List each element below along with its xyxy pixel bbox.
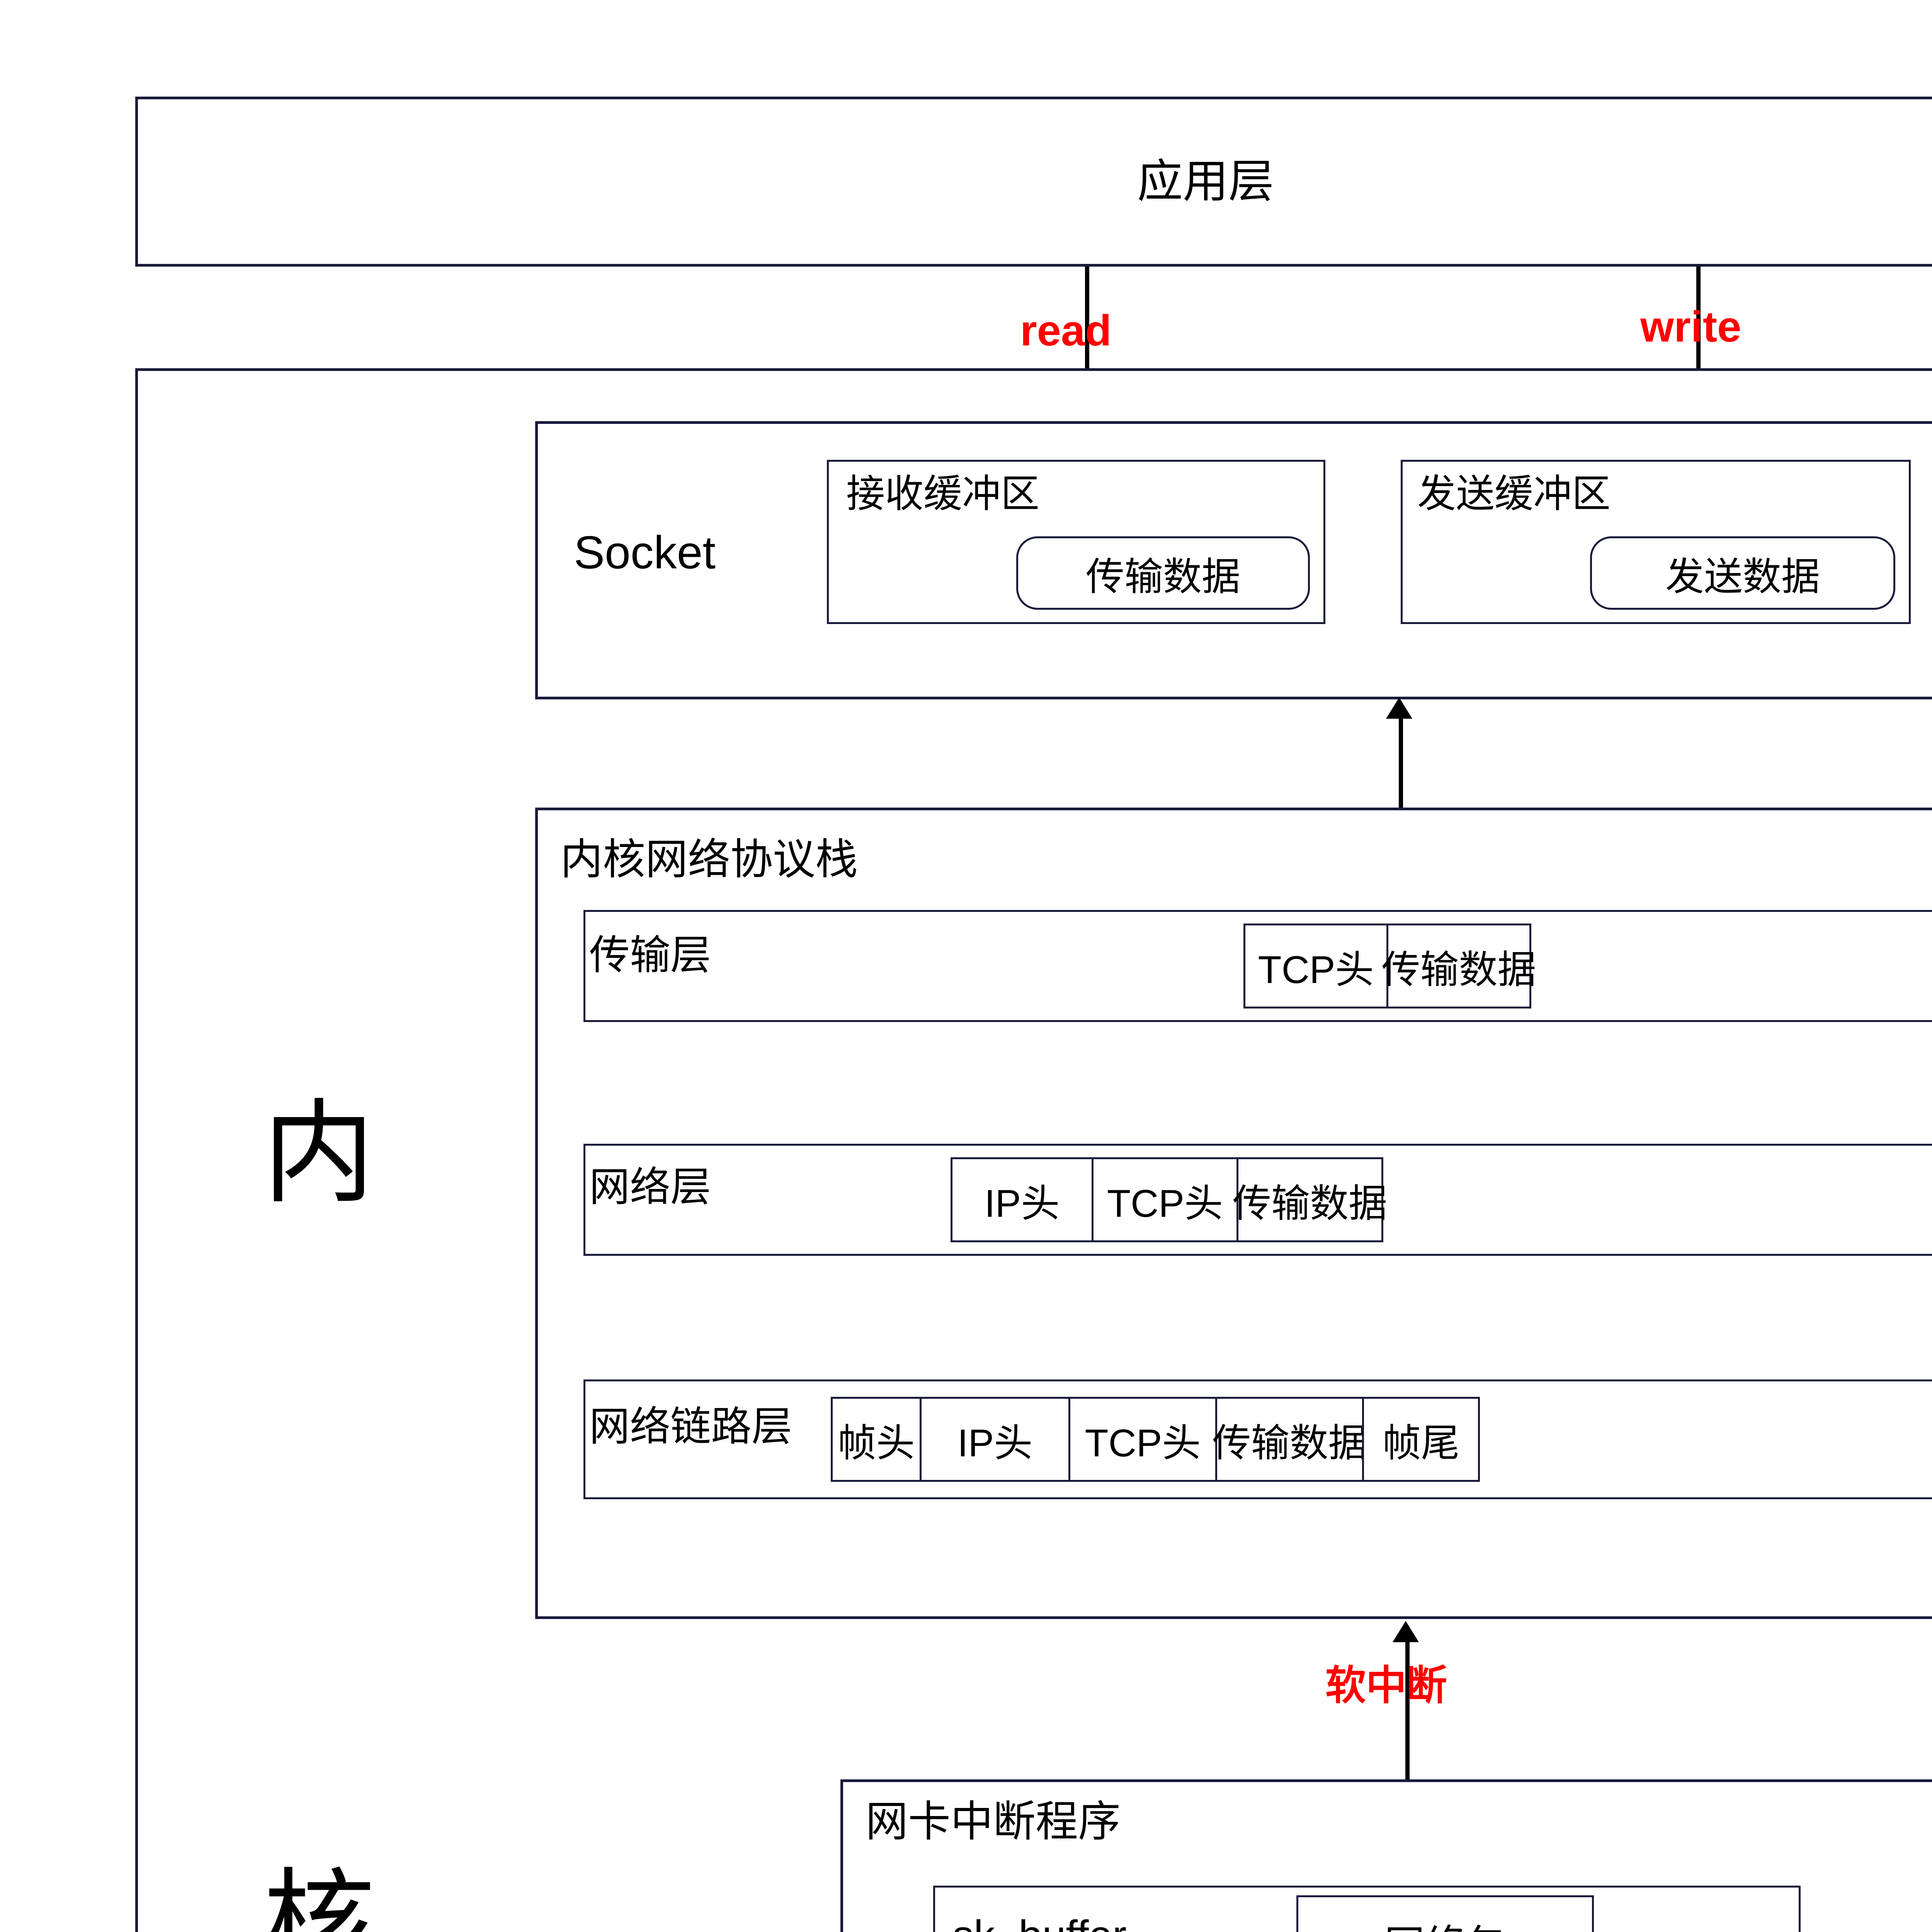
network-layer-label: 网络层 <box>589 1165 711 1210</box>
link-cell-frame-header[interactable]: 帧头 <box>831 1397 922 1482</box>
link-cell-tcp-header[interactable]: TCP头 <box>1068 1397 1217 1482</box>
application-layer-box[interactable]: 应用层 <box>135 97 1932 267</box>
write-label: write <box>1640 303 1742 351</box>
read-arrow-line <box>1085 267 1089 452</box>
nic-interrupt-handler-label: 网卡中断程序 <box>866 1798 1121 1845</box>
link-cell-ip-header[interactable]: IP头 <box>920 1397 1070 1482</box>
sk-buffer-label: sk_buffer <box>952 1915 1126 1932</box>
socket-receive-buffer-payload-box[interactable]: 传输数据 <box>1016 536 1310 610</box>
write-arrow-line <box>1696 267 1701 452</box>
network-layer-cells: IP头 TCP头 传输数据 <box>951 1157 1387 1242</box>
network-cell-payload[interactable]: 传输数据 <box>1233 1157 1387 1242</box>
sk-buffer-packet-label: 网络包 <box>1384 1912 1506 1932</box>
socket-label: Socket <box>574 527 716 578</box>
stack-to-socket-arrow-head <box>1386 697 1412 719</box>
protocol-stack-label: 内核网络协议栈 <box>560 836 858 883</box>
stack-to-socket-arrow-line <box>1399 717 1403 810</box>
socket-receive-buffer-payload-label: 传输数据 <box>1086 555 1240 599</box>
socket-receive-buffer-label: 接收缓冲区 <box>846 472 1039 515</box>
link-cell-payload[interactable]: 传输数据 <box>1213 1397 1367 1482</box>
link-layer-label: 网络链路层 <box>589 1404 793 1449</box>
kernel-label-line1: 内 <box>263 1091 375 1216</box>
transport-layer-cells: TCP头 传输数据 <box>1243 923 1536 1009</box>
link-layer-cells: 帧头 IP头 TCP头 传输数据 帧尾 <box>831 1397 1480 1482</box>
transport-layer-label: 传输层 <box>589 933 711 978</box>
kernel-label-line2: 核 <box>263 1860 375 1932</box>
soft-interrupt-label: 软中断 <box>1325 1663 1447 1708</box>
read-label: read <box>1020 306 1112 355</box>
socket-send-buffer-payload-box[interactable]: 发送数据 <box>1590 536 1895 610</box>
application-layer-label: 应用层 <box>1137 156 1274 207</box>
network-cell-tcp-header[interactable]: TCP头 <box>1092 1157 1238 1242</box>
network-cell-ip-header[interactable]: IP头 <box>951 1157 1094 1242</box>
sk-buffer-packet-box[interactable]: 网络包 <box>1296 1895 1594 1932</box>
soft-interrupt-arrow-head <box>1393 1621 1419 1642</box>
socket-send-buffer-payload-label: 发送数据 <box>1665 555 1820 599</box>
transport-cell-payload[interactable]: 传输数据 <box>1382 923 1536 1009</box>
transport-cell-tcp-header[interactable]: TCP头 <box>1243 923 1388 1009</box>
link-cell-frame-trailer[interactable]: 帧尾 <box>1362 1397 1480 1482</box>
soft-interrupt-arrow-line <box>1405 1640 1410 1779</box>
socket-send-buffer-label: 发送缓冲区 <box>1417 472 1611 515</box>
